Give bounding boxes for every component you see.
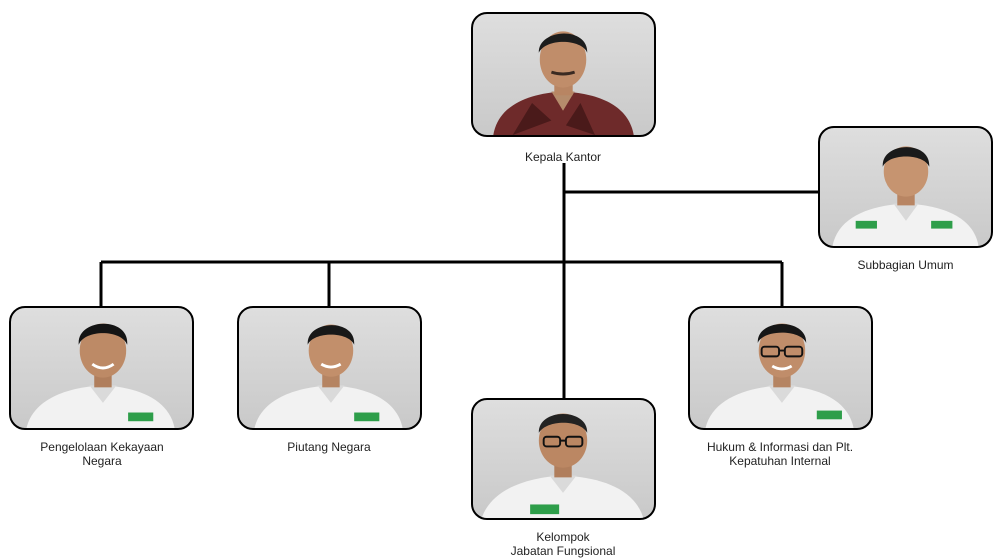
- section-1-label: Pengelolaan Kekayaan Negara: [40, 440, 164, 468]
- section-3-label: Kelompok Jabatan Fungsional: [510, 530, 616, 558]
- person-photo-icon: [26, 323, 175, 428]
- head-label: Kepala Kantor: [524, 150, 602, 164]
- head-photo: [471, 12, 656, 137]
- person-photo-icon: [832, 146, 979, 246]
- section-2-label: Piutang Negara: [287, 440, 371, 454]
- section-4-label: Hukum & Informasi dan Plt. Kepatuhan Int…: [706, 440, 854, 468]
- person-photo-icon: [254, 324, 403, 428]
- section-3-photo: [471, 398, 656, 520]
- person-photo-icon: [705, 323, 854, 428]
- subbagian-label: Subbagian Umum: [857, 258, 954, 272]
- section-1-photo: [9, 306, 194, 430]
- person-photo-icon: [493, 31, 634, 135]
- section-4-photo: [688, 306, 873, 430]
- section-2-photo: [237, 306, 422, 430]
- subbagian-photo: [818, 126, 993, 248]
- person-photo-icon: [481, 413, 644, 518]
